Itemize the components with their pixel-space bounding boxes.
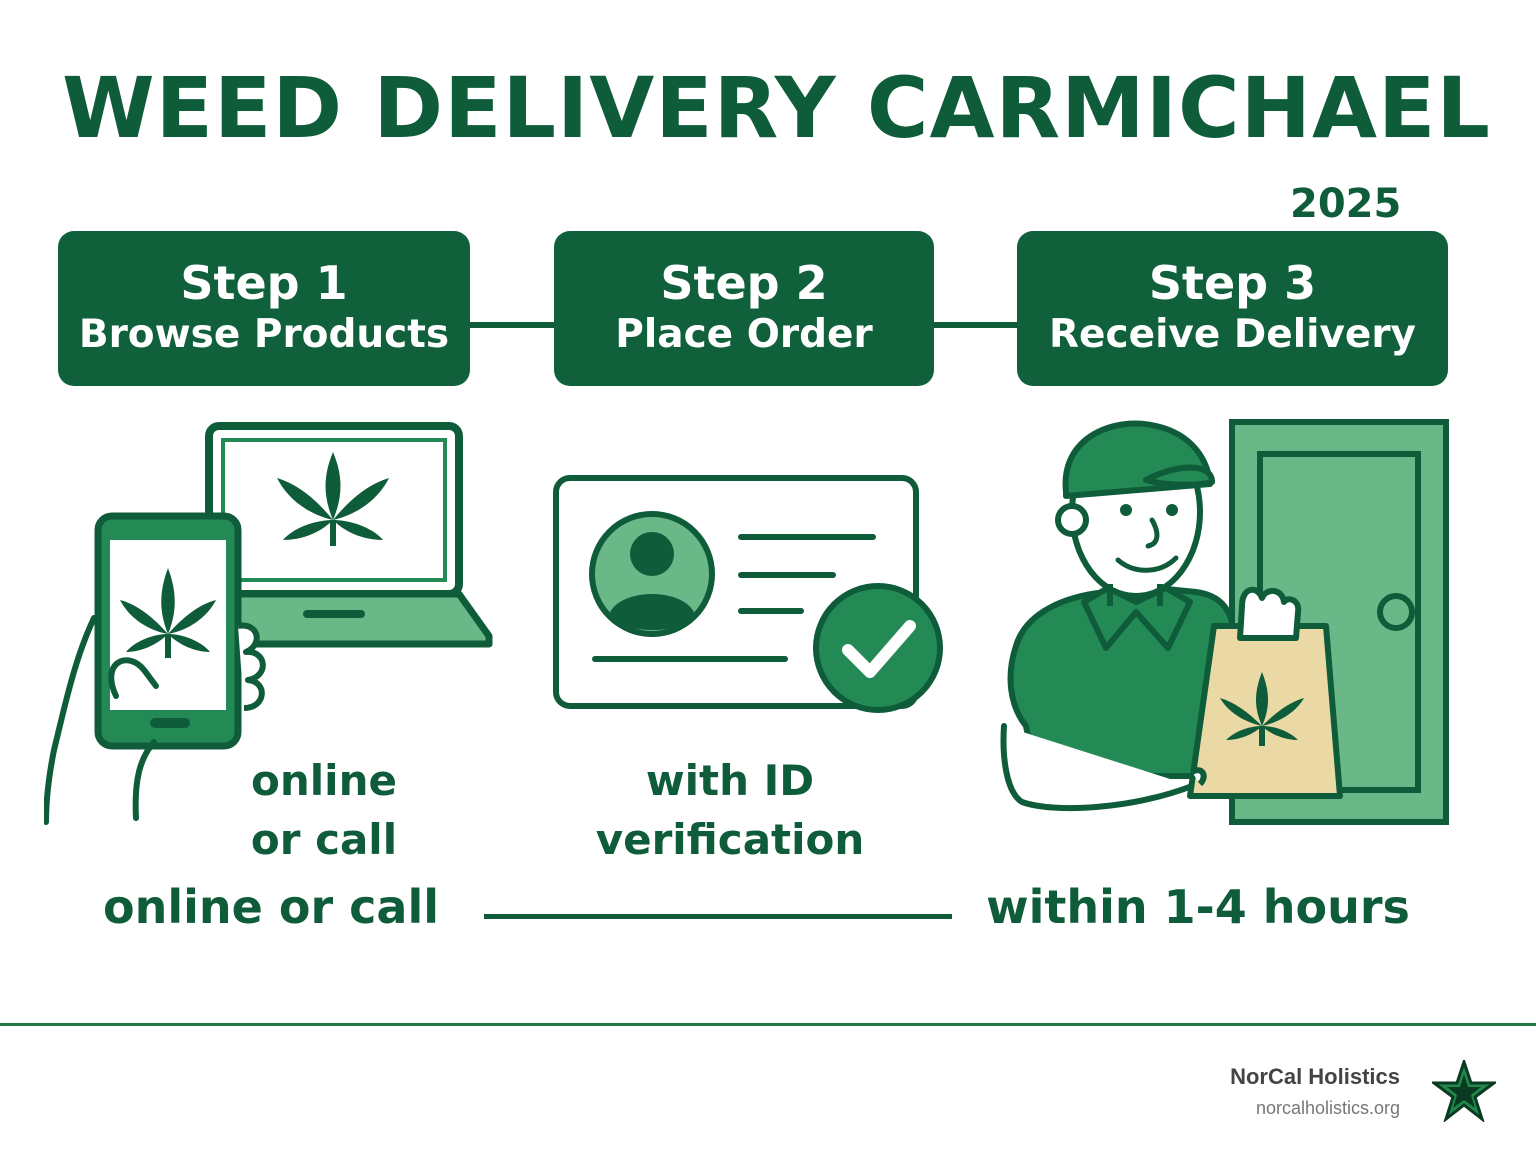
- step-3-number: Step 3: [1148, 255, 1317, 310]
- step-1-caption-line-2: or call: [250, 814, 398, 864]
- brand-url[interactable]: norcalholistics.org: [1255, 1098, 1400, 1118]
- step-3-box: Step 3 Receive Delivery: [1017, 231, 1448, 386]
- brand-name: NorCal Holistics: [1230, 1064, 1400, 1089]
- step-2-box: Step 2 Place Order: [554, 231, 934, 386]
- step-1-box: Step 1 Browse Products: [58, 231, 470, 386]
- footer-divider: [0, 1023, 1536, 1026]
- bottom-left-caption: online or call: [103, 880, 439, 934]
- step-2-caption-line-2: verification: [595, 814, 865, 864]
- bottom-timeline-line: [484, 914, 952, 919]
- star-logo-icon: [1432, 1060, 1496, 1122]
- check-icon: [813, 583, 943, 713]
- courier-icon: [1000, 420, 1343, 812]
- step-connector-1-2: [470, 322, 554, 328]
- step-2-caption-line-1: with ID: [645, 756, 815, 805]
- phone-icon: [44, 512, 266, 825]
- laptop-icon: [205, 422, 493, 648]
- bottom-right-caption: within 1-4 hours: [986, 880, 1410, 934]
- page-title: WEED DELIVERY CARMICHAEL: [62, 59, 1491, 157]
- step-1-caption: online or call: [224, 752, 424, 870]
- step-1-caption-line-1: online: [251, 756, 397, 805]
- step-2-title: Place Order: [615, 311, 873, 357]
- step-2-number: Step 2: [660, 255, 828, 310]
- step-1-number: Step 1: [180, 255, 348, 310]
- step-1-title: Browse Products: [78, 311, 450, 357]
- year-label: 2025: [1290, 181, 1402, 227]
- step-3-title: Receive Delivery: [1049, 311, 1416, 357]
- step-connector-2-3: [934, 322, 1017, 328]
- step-2-caption: with ID verification: [580, 752, 880, 870]
